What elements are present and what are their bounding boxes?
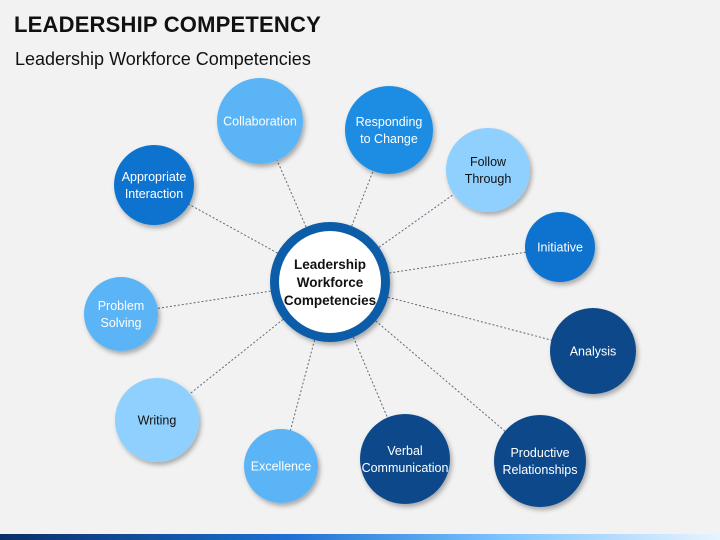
node-label: Appropriate	[122, 170, 187, 184]
node-circle	[345, 86, 433, 174]
node-label: Solving	[101, 316, 142, 330]
center-label: Leadership	[294, 257, 366, 272]
node-label: Follow	[470, 155, 507, 169]
node-label: Interaction	[125, 187, 183, 201]
node-circle	[494, 415, 586, 507]
node-label: Analysis	[570, 345, 617, 359]
node-circle	[525, 212, 595, 282]
connector-initiative	[329, 246, 561, 283]
center-label: Competencies	[284, 293, 376, 308]
node-label: to Change	[360, 132, 418, 146]
node-label: Responding	[356, 115, 423, 129]
node-label: Through	[465, 172, 512, 186]
node-circle	[244, 429, 318, 503]
node-circle	[217, 78, 303, 164]
node-label: Productive	[510, 446, 569, 460]
page-title: LEADERSHIP COMPETENCY	[14, 12, 321, 37]
node-circle	[114, 145, 194, 225]
node-circle	[115, 378, 199, 462]
page-subtitle: Leadership Workforce Competencies	[15, 49, 311, 69]
node-circle	[360, 414, 450, 504]
bottom-accent-bar	[0, 534, 720, 540]
center-label: Workforce	[297, 275, 364, 290]
node-circle	[446, 128, 530, 212]
node-initiative: Initiative	[525, 212, 595, 282]
node-excellence: Excellence	[244, 429, 318, 503]
node-label: Verbal	[387, 444, 422, 458]
node-writing: Writing	[115, 378, 199, 462]
node-analysis: Analysis	[550, 308, 636, 394]
node-label: Problem	[98, 299, 145, 313]
node-label: Writing	[138, 414, 177, 428]
node-circle	[550, 308, 636, 394]
center-disc	[279, 231, 381, 333]
node-responding-to-change: Responding to Change	[345, 86, 433, 174]
node-label: Relationships	[502, 463, 577, 477]
node-collaboration: Collaboration	[217, 78, 303, 164]
node-circle	[84, 277, 158, 351]
node-label: Initiative	[537, 241, 583, 255]
connector-responding-to-change	[329, 129, 390, 283]
node-label: Excellence	[251, 460, 311, 474]
node-label: Collaboration	[223, 115, 297, 129]
node-label: Communication	[362, 461, 449, 475]
